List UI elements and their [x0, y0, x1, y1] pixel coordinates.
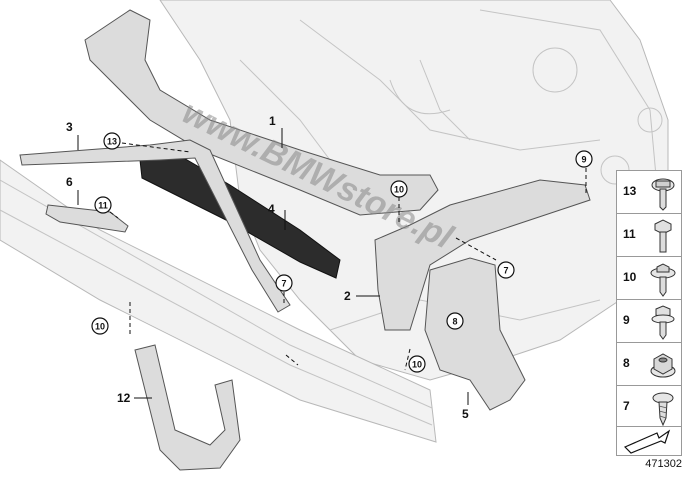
callout-10-bottom: 10 [408, 355, 426, 373]
callout-7-right: 7 [497, 261, 515, 279]
lower-bracket [424, 257, 526, 411]
callout-9: 9 [575, 150, 593, 168]
callout-11: 11 [94, 196, 112, 214]
self-tapping-screw-icon [652, 392, 674, 426]
part-label-3: 3 [66, 120, 73, 134]
legend-item: 13 [616, 170, 682, 214]
legend-number: 11 [623, 227, 636, 241]
legend-item: 11 [616, 213, 682, 257]
legend-item: 8 [616, 342, 682, 386]
legend-item: 10 [616, 256, 682, 300]
legend-number: 10 [623, 270, 637, 284]
orientation-indicator [616, 426, 682, 456]
tow-bracket [134, 344, 241, 471]
hex-nut-icon [650, 353, 676, 378]
callout-13-label: 13 [107, 137, 117, 147]
callout-10-top: 10 [390, 180, 408, 198]
callout-8-label: 8 [452, 317, 457, 327]
callout-7-left-label: 7 [281, 279, 286, 289]
hex-bolt-icon [654, 219, 672, 253]
part-label-6: 6 [66, 175, 73, 189]
collar-screw-icon [651, 305, 675, 340]
callout-10-bottom-label: 10 [412, 360, 422, 370]
legend-item: 9 [616, 299, 682, 343]
bumper-carrier-outline [0, 159, 437, 443]
part-label-1: 1 [269, 114, 276, 128]
bolt-with-washer-icon [651, 178, 675, 211]
part-label-12: 12 [117, 391, 131, 405]
legend-number: 9 [623, 313, 630, 327]
legend-item: 7 [616, 385, 682, 429]
callout-10-left-label: 10 [95, 322, 105, 332]
lateral-support [374, 179, 591, 331]
callout-8: 8 [446, 312, 464, 330]
legend-number: 7 [623, 399, 630, 413]
callout-9-label: 9 [581, 155, 586, 165]
part-label-4: 4 [268, 202, 275, 216]
diagram-reference-number: 471302 [645, 458, 682, 470]
part-label-2: 2 [344, 289, 351, 303]
callout-10-top-label: 10 [394, 185, 404, 195]
callout-7-right-label: 7 [503, 266, 508, 276]
callout-11-label: 11 [98, 201, 108, 211]
callout-10-left: 10 [91, 317, 109, 335]
part-label-5: 5 [462, 407, 469, 421]
callout-13: 13 [103, 132, 121, 150]
orientation-arrow-icon [623, 429, 671, 454]
fastener-legend: 13 11 10 9 8 [616, 170, 682, 472]
legend-number: 13 [623, 184, 637, 198]
callout-7-left: 7 [275, 274, 293, 292]
diagonal-strut [19, 139, 291, 313]
flange-screw-icon [650, 263, 676, 297]
legend-number: 8 [623, 356, 630, 370]
